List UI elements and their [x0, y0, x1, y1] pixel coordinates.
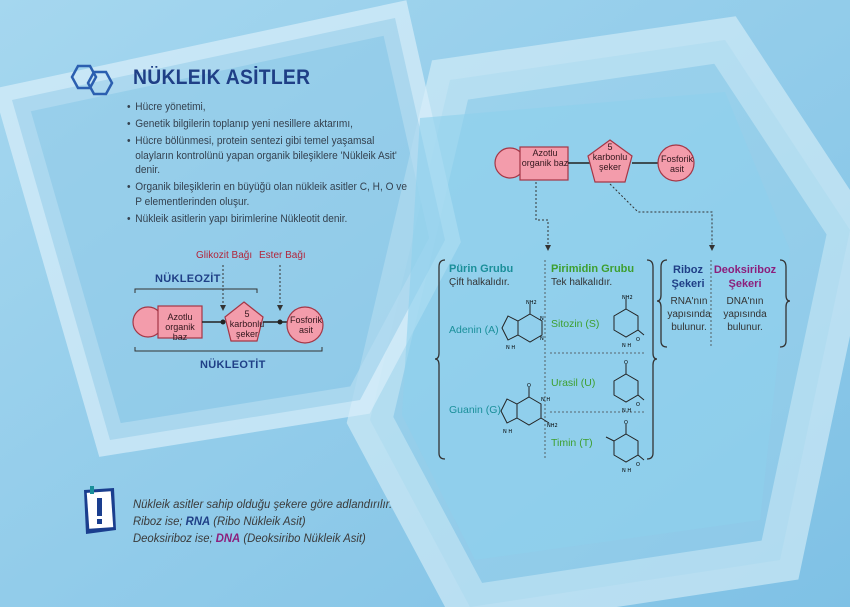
exclamation-note-icon: [84, 486, 116, 534]
svg-text:N: N: [540, 336, 544, 342]
svg-text:N H: N H: [503, 429, 512, 435]
svg-text:NH2: NH2: [526, 300, 537, 306]
bullet-item: Organik bileşiklerin en büyüğü olan nükl…: [127, 180, 411, 209]
deoksiriboz-title: Deoksiriboz Şekeri: [713, 264, 777, 290]
bullet-item: Hücre bölünmesi, protein sentezi gibi te…: [127, 134, 411, 177]
hexagon-logo-icon: [70, 64, 114, 96]
base-table-frame: [435, 259, 791, 460]
dna-term: DNA: [215, 531, 241, 545]
phosphate-shape-label: Fosforik asit: [660, 154, 693, 174]
svg-text:O: O: [636, 462, 640, 468]
svg-text:O: O: [624, 360, 628, 366]
svg-text:N H: N H: [622, 343, 631, 349]
ester-label: Ester Bağı: [259, 250, 306, 261]
timin-label: Timin (T): [551, 437, 593, 449]
svg-text:N: N: [540, 316, 544, 322]
glikozit-label: Glikozit Bağı: [196, 250, 253, 261]
bullet-item: Nükleik asitlerin yapı birimlerine Nükle…: [127, 212, 411, 227]
base-shape-label: Azotlu organik baz: [165, 312, 195, 342]
info-note: Nükleik asitler sahip olduğu şekere göre…: [133, 496, 392, 547]
purine-title: Pürin Grubu: [449, 263, 514, 275]
note-text: Riboz ise;: [133, 514, 186, 528]
svg-text:N H: N H: [622, 408, 631, 414]
svg-text:N H: N H: [622, 468, 631, 474]
thymine-molecule-icon: O O N H: [605, 420, 645, 474]
adenine-molecule-icon: NH2 N N N H: [501, 300, 544, 351]
pyrimidine-title: Pirimidin Grubu: [551, 263, 635, 275]
svg-text:N H: N H: [506, 345, 515, 351]
bullet-item: Hücre yönetimi,: [127, 100, 411, 115]
note-line-1: Nükleik asitler sahip olduğu şekere göre…: [133, 497, 393, 511]
guanin-label: Guanin (G): [449, 404, 501, 416]
phosphate-shape-label: Fosforik asit: [289, 315, 322, 335]
svg-text:NH2: NH2: [622, 295, 633, 301]
nucleotide-diagram: [132, 265, 324, 352]
uracil-molecule-icon: O O N H: [613, 360, 645, 414]
page-title: NÜKLEIK ASİTLER: [133, 66, 311, 89]
riboz-desc: RNA'nın yapısında bulunur.: [667, 296, 711, 333]
bullet-list: Hücre yönetimi, Genetik bilgilerin topla…: [127, 100, 407, 229]
svg-text:N H: N H: [541, 397, 550, 403]
sugar-shape-label: 5 karbonlu şeker: [229, 309, 265, 339]
note-line-2: Riboz ise; RNA (Ribo Nükleik Asit): [133, 513, 392, 530]
note-line-3: Deoksiriboz ise; DNA (Deoksiribo Nükleik…: [133, 530, 392, 547]
svg-text:NH2: NH2: [547, 423, 558, 429]
nukleozit-label: NÜKLEOZİT: [155, 273, 221, 285]
sugar-shape-label: 5 karbonlu şeker: [592, 142, 628, 172]
adenin-label: Adenin (A): [449, 324, 499, 336]
base-shape-label: Azotlu organik baz: [521, 148, 569, 168]
note-text: (Deoksiribo Nükleik Asit): [240, 531, 366, 545]
sitozin-label: Sitozin (S): [551, 318, 600, 330]
guanine-molecule-icon: O N H NH2 N H: [500, 383, 558, 435]
rna-term: RNA: [185, 514, 211, 528]
cytosine-molecule-icon: NH2 O N H: [613, 295, 645, 349]
pyrimidine-subtitle: Tek halkalıdır.: [551, 277, 613, 288]
nukleotit-label: NÜKLEOTİT: [200, 359, 266, 371]
svg-text:O: O: [636, 337, 640, 343]
deoksiriboz-desc: DNA'nın yapısında bulunur.: [723, 296, 767, 333]
svg-text:O: O: [527, 383, 531, 389]
note-text: (Ribo Nükleik Asit): [210, 514, 306, 528]
bullet-item: Genetik bilgilerin toplanıp yeni nesille…: [127, 117, 411, 132]
purine-subtitle: Çift halkalıdır.: [449, 277, 510, 288]
urasil-label: Urasil (U): [551, 377, 596, 389]
nucleotide-components-diagram: [494, 139, 715, 251]
riboz-title: Riboz Şekeri: [671, 264, 705, 290]
svg-text:O: O: [624, 420, 628, 426]
note-text: Deoksiriboz ise;: [133, 531, 216, 545]
svg-text:O: O: [636, 402, 640, 408]
